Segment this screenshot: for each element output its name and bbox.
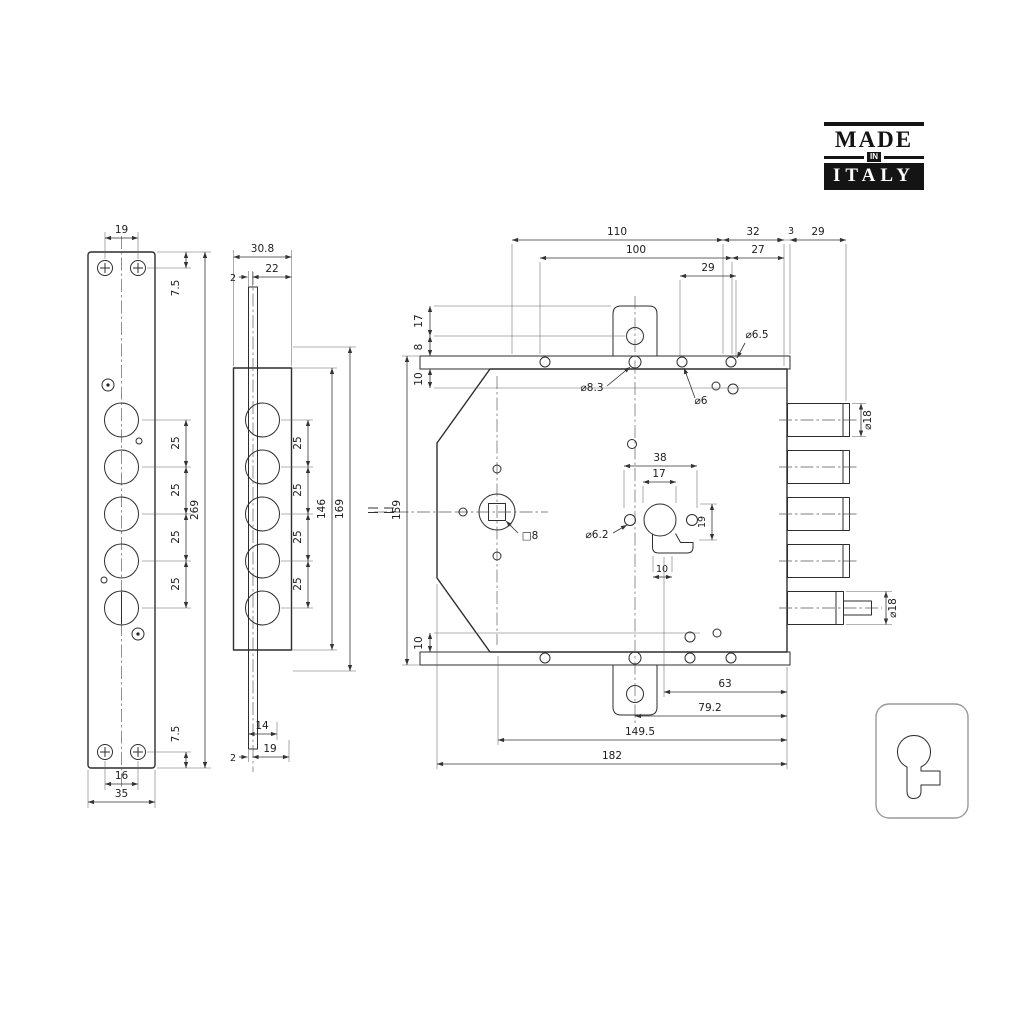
dim-body-27: 27	[751, 244, 764, 256]
dim-body-29b: 29	[701, 262, 714, 274]
dim-faceplate-width: 35	[115, 788, 128, 800]
cylinder-dimensions: 38 17 19 10	[623, 452, 717, 580]
dim-hole-6-5: ⌀6.5	[745, 329, 768, 341]
badge-italy-text: ITALY	[824, 163, 924, 190]
dim-faceplate-pitch-2: 25	[170, 483, 182, 496]
dim-body-29a: 29	[811, 226, 824, 238]
dim-body-100: 100	[626, 244, 646, 256]
dim-hole-6-2: ⌀6.2	[585, 529, 608, 541]
dim-body-79-2: 79.2	[698, 702, 721, 714]
dim-faceplate-pitch-4: 25	[170, 577, 182, 590]
badge-made-text: MADE	[834, 127, 914, 152]
body-hole-callouts: ⌀8.3 ⌀6 ⌀6.5 ⌀6.2 □8	[505, 329, 769, 542]
dim-side-cam-throw: 19	[263, 743, 276, 755]
dim-body-159: 159	[391, 500, 403, 520]
badge-top-bar	[824, 122, 924, 126]
dim-faceplate-pitch-1: 25	[170, 436, 182, 449]
dim-cyl-19: 19	[697, 516, 708, 528]
dim-cyl-10: 10	[656, 564, 668, 575]
badge-left-rule	[824, 155, 864, 159]
side-view-dimensions: 30.8 2 22 25 25 25 25 146	[230, 243, 356, 764]
euro-cylinder-profile	[624, 503, 698, 554]
badge-right-rule	[884, 155, 924, 159]
faceplate-bolt-holes	[104, 402, 139, 626]
faceplate-screw-holes	[97, 260, 146, 760]
lock-side-view: 30.8 2 22 25 25 25 25 146	[230, 243, 356, 772]
dim-side-cam-width: 14	[255, 720, 269, 732]
lock-body-view: 110 32 3 29 100 27 29 17 8 10	[368, 226, 899, 769]
dim-body-10-top: 10	[413, 372, 425, 385]
dim-faceplate-height: 269	[189, 500, 201, 520]
dim-body-3: 3	[788, 226, 794, 237]
dim-side-plate-top: 2	[230, 273, 236, 284]
dim-faceplate-bottom-offset: 7.5	[170, 726, 182, 743]
dim-side-overall-height: 169	[334, 499, 346, 519]
spindle-follower	[368, 376, 548, 645]
body-top-dimensions: 110 32 3 29 100 27 29	[511, 226, 847, 401]
dim-body-10-bottom: 10	[413, 636, 425, 649]
bolt-diameter-dimensions: ⌀18 ⌀18	[846, 403, 899, 625]
dim-side-body-height: 146	[316, 499, 328, 519]
dim-latch-18: ⌀18	[887, 598, 899, 618]
dim-hole-8-3: ⌀8.3	[580, 382, 603, 394]
dim-body-149-5: 149.5	[625, 726, 655, 738]
dim-side-pitch-2: 25	[292, 483, 304, 496]
keyhole-profile-shape	[897, 735, 941, 799]
dim-body-110: 110	[607, 226, 627, 238]
side-view-cylinders	[245, 402, 280, 626]
dim-hole-6: ⌀6	[694, 395, 707, 407]
badge-in-text: IN	[867, 152, 881, 162]
dim-square-8: □8	[522, 530, 539, 542]
dim-faceplate-bottom-span: 16	[115, 770, 129, 782]
faceplate-front-view: 19 7.5 25 25 25 25 7.5 269	[87, 224, 211, 808]
dim-faceplate-screw-span: 19	[115, 224, 128, 236]
dim-faceplate-top-offset: 7.5	[170, 280, 182, 297]
dim-side-pitch-4: 25	[292, 577, 304, 590]
dim-side-pitch-1: 25	[292, 436, 304, 449]
dim-faceplate-pitch-3: 25	[170, 530, 182, 543]
keyhole-profile-detail	[875, 703, 969, 819]
body-bottom-dimensions: 63 79.2 149.5 182	[436, 557, 788, 769]
deadbolts	[779, 403, 857, 578]
latch-bolt	[779, 591, 882, 625]
dim-side-depth: 30.8	[251, 243, 274, 255]
dim-cyl-38: 38	[653, 452, 666, 464]
dim-deadbolt-18: ⌀18	[862, 410, 874, 430]
body-left-dimensions: 17 8 10 159 10	[391, 305, 786, 666]
dim-side-plate-bottom: 2	[230, 753, 236, 764]
dim-body-63: 63	[718, 678, 731, 690]
dim-cyl-17: 17	[652, 468, 665, 480]
faceplate-dimensions: 19 7.5 25 25 25 25 7.5 269	[87, 224, 211, 808]
badge-in-row: IN	[824, 152, 924, 162]
dim-side-pitch-3: 25	[292, 530, 304, 543]
made-in-italy-badge: MADE IN ITALY	[824, 122, 924, 190]
dim-body-17: 17	[413, 314, 425, 327]
dim-body-182: 182	[602, 750, 622, 762]
dim-side-body-offset: 22	[265, 263, 278, 275]
dim-body-32: 32	[746, 226, 759, 238]
dim-body-8: 8	[413, 344, 425, 351]
